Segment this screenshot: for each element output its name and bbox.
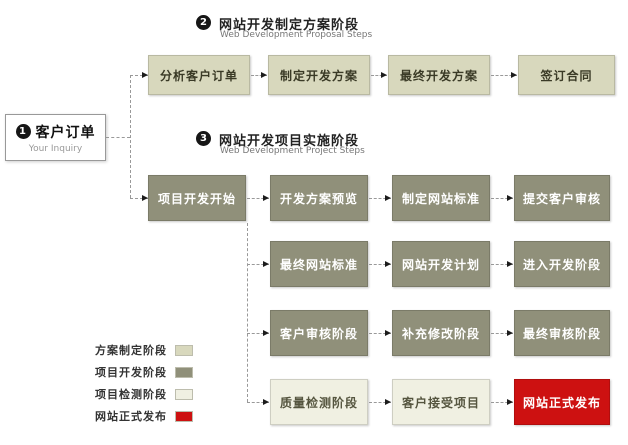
arrow-right-icon [251, 72, 267, 78]
arrow-right-icon [491, 195, 513, 201]
connector-inquiry-branch [130, 75, 131, 198]
legend-swatch [175, 366, 193, 378]
arrow-right-icon [247, 195, 269, 201]
step-site-standard: 制定网站标准 [392, 175, 490, 221]
arrow-right-icon [369, 261, 391, 267]
section-3-badge: 3 [196, 131, 211, 146]
inquiry-badge: 1 [15, 124, 31, 139]
section-2-title: 网站开发制定方案阶段 [219, 18, 360, 33]
arrow-right-icon [491, 399, 513, 405]
section-3-subtitle: Web Development Project Steps [220, 146, 365, 156]
step-analyze-client-order: 分析客户订单 [148, 55, 250, 95]
arrow-right-icon [130, 195, 148, 201]
arrow-right-icon [247, 330, 269, 336]
step-final-dev-plan: 最终开发方案 [388, 55, 490, 95]
step-submit-client-review: 提交客户审核 [514, 175, 610, 221]
legend-label: 项目检测阶段 [95, 388, 167, 401]
inquiry-title: 客户订单 [35, 124, 96, 141]
arrow-right-icon [369, 330, 391, 336]
step-client-accept-project: 客户接受项目 [392, 379, 490, 425]
arrow-right-icon [247, 261, 269, 267]
arrow-right-icon [491, 261, 513, 267]
section-2-badge: 2 [196, 15, 211, 30]
arrow-right-icon [369, 399, 391, 405]
step-dev-plan-preview: 开发方案预览 [270, 175, 368, 221]
section-2-subtitle: Web Development Proposal Steps [220, 30, 373, 40]
step-project-dev-start: 项目开发开始 [148, 175, 246, 221]
step-site-official-launch: 网站正式发布 [514, 379, 610, 425]
section-3-title: 网站开发项目实施阶段 [219, 134, 360, 149]
legend-item: 项目开发阶段 [95, 365, 193, 379]
arrow-right-icon [491, 330, 513, 336]
legend-label: 方案制定阶段 [95, 344, 167, 357]
connector-inquiry-line [106, 137, 130, 138]
inquiry-subtitle: Your Inquiry [28, 143, 83, 154]
step-quality-test-phase: 质量检测阶段 [270, 379, 368, 425]
legend-label: 项目开发阶段 [95, 366, 167, 379]
step-client-review-phase: 客户审核阶段 [270, 310, 368, 356]
legend-label: 网站正式发布 [95, 410, 167, 423]
step-dev-schedule: 网站开发计划 [392, 241, 490, 287]
legend-swatch [175, 344, 193, 356]
arrow-right-icon [491, 72, 517, 78]
legend-item: 方案制定阶段 [95, 343, 193, 357]
connector-project-trunk [247, 223, 248, 402]
arrow-right-icon [247, 399, 269, 405]
arrow-right-icon [130, 72, 148, 78]
step-supplement-modify-phase: 补充修改阶段 [392, 310, 490, 356]
legend-item: 项目检测阶段 [95, 387, 193, 401]
legend-swatch [175, 410, 193, 422]
inquiry-box: 1 客户订单 Your Inquiry [5, 114, 106, 161]
step-sign-contract: 签订合同 [518, 55, 615, 95]
arrow-right-icon [371, 72, 387, 78]
arrow-right-icon [369, 195, 391, 201]
step-final-review-phase: 最终审核阶段 [514, 310, 610, 356]
legend-item: 网站正式发布 [95, 409, 193, 423]
step-final-site-standard: 最终网站标准 [270, 241, 368, 287]
step-enter-dev-phase: 进入开发阶段 [514, 241, 610, 287]
step-create-dev-plan: 制定开发方案 [268, 55, 370, 95]
legend-swatch [175, 388, 193, 400]
